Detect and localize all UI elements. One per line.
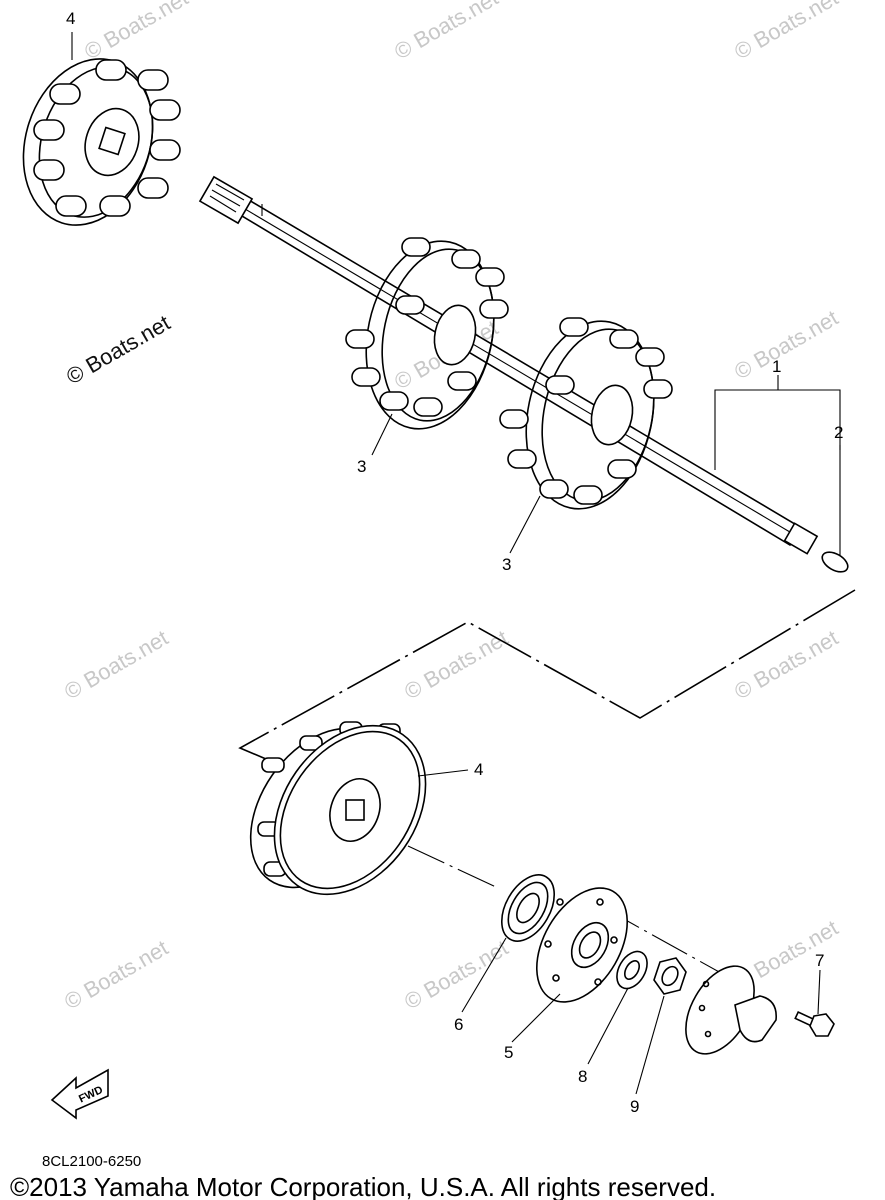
callout-4-top: 4 [66, 9, 75, 28]
watermark: © Boats.net [400, 935, 512, 1014]
watermark: © Boats.net [60, 625, 172, 704]
copyright-text: ©2013 Yamaha Motor Corporation, U.S.A. A… [10, 1172, 716, 1200]
fwd-arrow-icon: FWD [50, 1068, 109, 1120]
leader-lines [71, 32, 821, 1095]
callout-5: 5 [504, 1043, 513, 1062]
bolt [794, 1010, 835, 1037]
washer [616, 950, 648, 990]
watermark: © Boats.net [80, 0, 192, 64]
callout-2: 2 [834, 423, 843, 442]
watermark: © Boats.net [60, 935, 172, 1014]
watermark: © Boats.net [730, 625, 842, 704]
sprocket-wheel-top [22, 58, 181, 226]
flange-plate [535, 887, 629, 1003]
callout-bracket [714, 375, 841, 556]
callout-9: 9 [630, 1097, 639, 1116]
watermark: © Boats.net [730, 305, 842, 384]
callout-4-bottom: 4 [474, 760, 483, 779]
diagram-code: 8CL2100-6250 [42, 1153, 141, 1170]
callout-8: 8 [578, 1067, 587, 1086]
hub-cover [685, 965, 777, 1055]
sprocket-middle-left [345, 237, 509, 430]
callout-3-right: 3 [502, 555, 511, 574]
sprocket-wheel-bottom [249, 721, 427, 896]
watermark: © Boats.net [390, 0, 502, 64]
sprocket-middle-right [499, 317, 673, 510]
nut [653, 957, 687, 995]
watermark: © Boats.net [730, 0, 842, 64]
callout-3-left: 3 [357, 457, 366, 476]
bearing [500, 874, 556, 942]
watermark-dark: © Boats.net [62, 310, 174, 389]
callout-6: 6 [454, 1015, 463, 1034]
callouts: 4 1 2 3 3 4 6 5 8 9 7 [66, 9, 843, 1116]
callout-1: 1 [772, 357, 781, 376]
callout-7: 7 [815, 951, 824, 970]
